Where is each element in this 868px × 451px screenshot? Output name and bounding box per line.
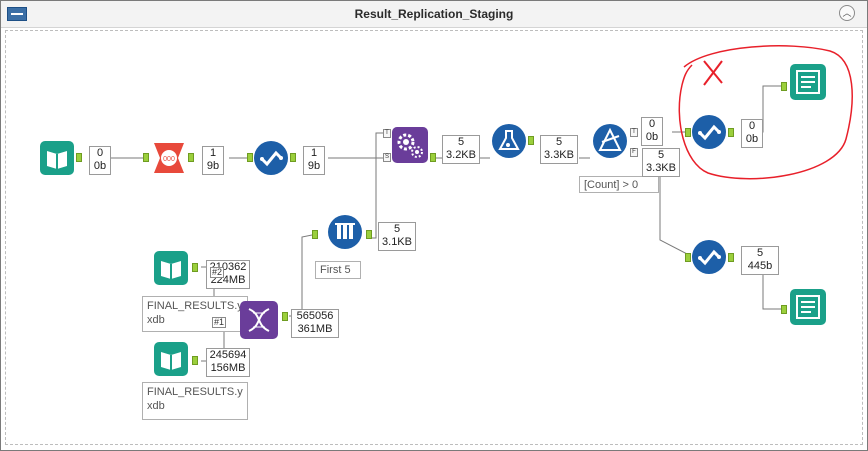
document-output-icon (796, 295, 820, 319)
window-title: Result_Replication_Staging (354, 7, 514, 21)
flask-icon (498, 130, 520, 150)
output-anchor[interactable] (290, 153, 296, 162)
output-anchor[interactable] (430, 153, 436, 162)
input-anchor[interactable] (685, 128, 691, 137)
gear-icon (397, 133, 423, 158)
checkmark-icon (260, 150, 283, 167)
dna-join-icon (248, 308, 270, 332)
output-anchor[interactable] (366, 230, 372, 239)
output-data-tool[interactable] (790, 289, 826, 325)
macro-top-anchor[interactable]: T (383, 129, 391, 138)
join-right-label: #1 (212, 317, 226, 328)
output-anchor[interactable] (528, 136, 534, 145)
input-anchor[interactable] (781, 305, 787, 314)
true-anchor[interactable]: T (630, 128, 638, 137)
select-false-tool[interactable] (692, 240, 726, 274)
document-output-icon (796, 70, 820, 94)
input-file-note: FINAL_RESULTS.y xdb (142, 382, 248, 420)
input-final-results-2[interactable] (154, 342, 188, 376)
input-data-tool[interactable] (40, 141, 74, 175)
sample-note: First 5 (315, 261, 361, 279)
formula-tool[interactable] (492, 124, 526, 158)
book-icon (161, 352, 181, 370)
batch-macro-tool[interactable] (392, 127, 428, 163)
output-anchor[interactable] (192, 356, 198, 365)
red-annotation-circle (678, 45, 853, 180)
book-icon (47, 151, 67, 169)
filter-tool[interactable] (593, 124, 627, 158)
input-anchor[interactable] (685, 253, 691, 262)
filter-icon (598, 127, 622, 151)
test-tubes-icon (335, 223, 355, 239)
window-icon (7, 7, 27, 21)
title-bar: Result_Replication_Staging ︿ (1, 1, 867, 28)
checkmark-icon (698, 249, 721, 266)
sample-first-tool[interactable] (328, 215, 362, 249)
join-left-label: #2 (210, 267, 224, 278)
output-anchor[interactable] (282, 312, 288, 321)
output-anchor[interactable] (192, 263, 198, 272)
filter-expression-note: [Count] > 0 (579, 176, 659, 193)
input-anchor[interactable] (312, 230, 318, 239)
collapse-icon[interactable]: ︿ (839, 5, 855, 21)
join-tool[interactable] (240, 301, 278, 339)
output-anchor[interactable] (728, 253, 734, 262)
output-data-tool[interactable] (790, 64, 826, 100)
false-anchor[interactable]: F (630, 148, 638, 157)
input-anchor[interactable] (247, 153, 253, 162)
connection-line (659, 153, 690, 256)
sample-tool[interactable]: 000 (152, 141, 186, 175)
input-anchor[interactable] (143, 153, 149, 162)
output-anchor[interactable] (728, 128, 734, 137)
input-anchor[interactable] (781, 82, 787, 91)
input-final-results-1[interactable] (154, 251, 188, 285)
output-anchor[interactable] (188, 153, 194, 162)
input-file-note: FINAL_RESULTS.y xdb (142, 296, 248, 332)
svg-text:000: 000 (163, 156, 175, 163)
select-true-tool[interactable] (692, 115, 726, 149)
connection-line (371, 132, 387, 239)
macro-side-anchor[interactable]: S (383, 153, 391, 162)
output-anchor[interactable] (76, 153, 82, 162)
connection-line (289, 234, 313, 317)
sample-tool-icon: 000 (154, 143, 184, 173)
book-icon (161, 261, 181, 279)
select-tool[interactable] (254, 141, 288, 175)
checkmark-icon (698, 124, 721, 141)
